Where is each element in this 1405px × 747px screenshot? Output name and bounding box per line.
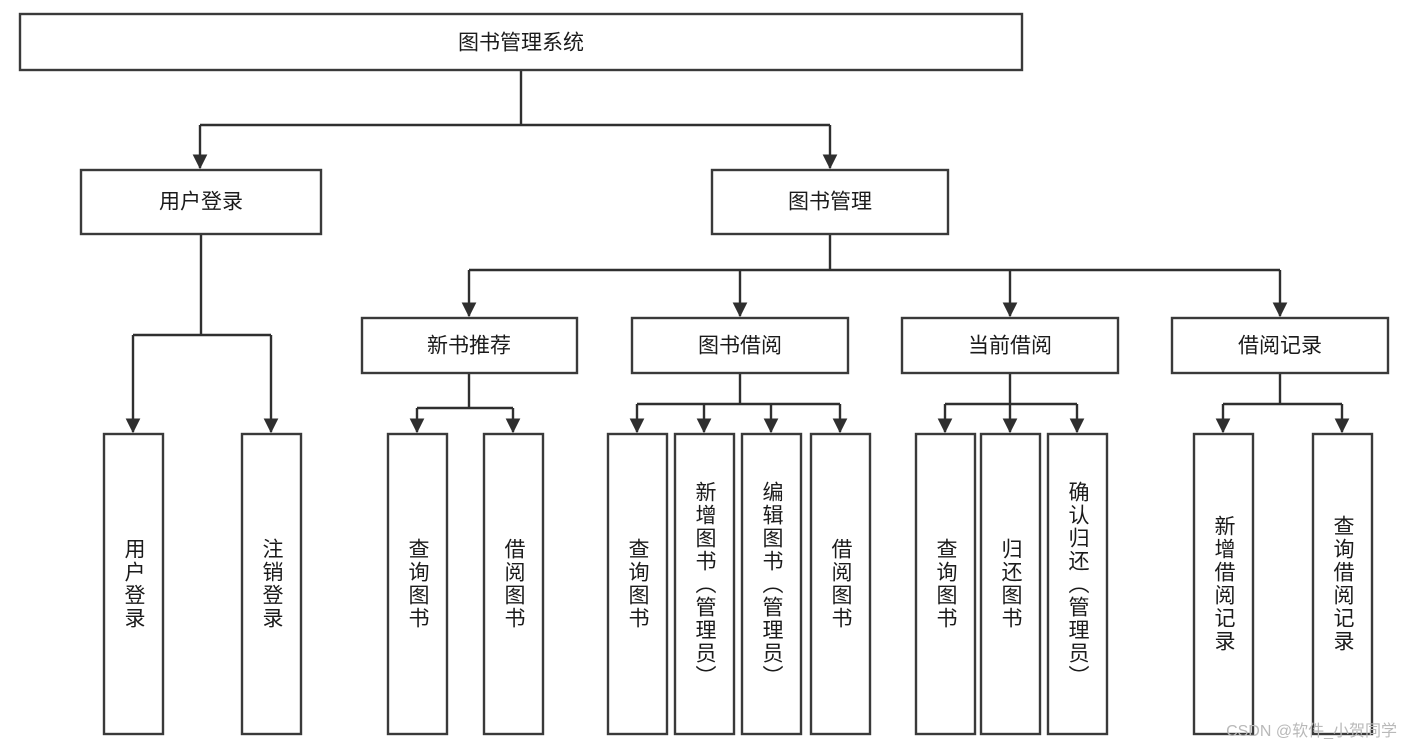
node-borrow-record[interactable]: 借阅记录 bbox=[1170, 316, 1390, 375]
leaf-node[interactable] bbox=[809, 432, 872, 736]
node-book-manage-label: 图书管理 bbox=[788, 191, 872, 214]
leaf-add-record-box[interactable] bbox=[1192, 432, 1255, 736]
node-new-book-rec-label: 新书推荐 bbox=[427, 335, 511, 358]
leaf-query-record-box[interactable] bbox=[1311, 432, 1374, 736]
leaf-query-book-current-box[interactable] bbox=[914, 432, 977, 736]
node-user-login-label: 用户登录 bbox=[159, 191, 243, 214]
node-new-book-rec[interactable]: 新书推荐 bbox=[360, 316, 579, 375]
leaf-borrow-book-box[interactable] bbox=[809, 432, 872, 736]
leaf-confirm-return-box[interactable] bbox=[1046, 432, 1109, 736]
node-root[interactable]: 图书管理系统 bbox=[18, 12, 1024, 72]
leaf-user-login-box[interactable] bbox=[102, 432, 165, 736]
edge-book-manage-trunk bbox=[469, 234, 1280, 272]
leaf-return-book-box[interactable] bbox=[979, 432, 1042, 736]
node-book-borrow-label: 图书借阅 bbox=[698, 335, 782, 358]
leaf-node[interactable] bbox=[386, 432, 449, 736]
leaf-logout-box[interactable] bbox=[240, 432, 303, 736]
leaf-query-book-borrow-box[interactable] bbox=[606, 432, 669, 736]
edge-book-borrow-trunk bbox=[637, 373, 840, 406]
node-root-label: 图书管理系统 bbox=[458, 32, 584, 55]
node-user-login[interactable]: 用户登录 bbox=[79, 168, 323, 236]
leaf-node[interactable] bbox=[102, 432, 165, 736]
node-book-manage-box[interactable] bbox=[710, 168, 950, 236]
edge-new-book-rec-trunk bbox=[417, 373, 513, 410]
leaf-query-book-rec-box[interactable] bbox=[386, 432, 449, 736]
edge-borrow-record-trunk bbox=[1223, 373, 1342, 406]
edge-user-login-trunk bbox=[133, 234, 271, 337]
node-root-box[interactable] bbox=[18, 12, 1024, 72]
leaf-borrow-book-rec-box[interactable] bbox=[482, 432, 545, 736]
leaf-node[interactable] bbox=[979, 432, 1042, 736]
leaf-node[interactable] bbox=[482, 432, 545, 736]
node-current-borrow-label: 当前借阅 bbox=[968, 335, 1052, 358]
node-borrow-record-box[interactable] bbox=[1170, 316, 1390, 375]
node-current-borrow-box[interactable] bbox=[900, 316, 1120, 375]
edge-current-borrow-trunk bbox=[945, 373, 1077, 406]
node-book-borrow-box[interactable] bbox=[630, 316, 850, 375]
leaf-node[interactable] bbox=[1046, 432, 1109, 736]
leaf-node[interactable] bbox=[240, 432, 303, 736]
node-new-book-rec-box[interactable] bbox=[360, 316, 579, 375]
leaf-node[interactable] bbox=[914, 432, 977, 736]
node-borrow-record-label: 借阅记录 bbox=[1238, 335, 1322, 358]
edge-root-trunk bbox=[200, 70, 830, 127]
leaf-node[interactable] bbox=[1311, 432, 1374, 736]
leaf-edit-book-box[interactable] bbox=[740, 432, 803, 736]
edge-layer bbox=[125, 70, 1350, 434]
leaf-node[interactable] bbox=[1192, 432, 1255, 736]
node-book-manage[interactable]: 图书管理 bbox=[710, 168, 950, 236]
leaf-node[interactable] bbox=[673, 432, 736, 736]
leaf-add-book-box[interactable] bbox=[673, 432, 736, 736]
node-book-borrow[interactable]: 图书借阅 bbox=[630, 316, 850, 375]
node-user-login-box[interactable] bbox=[79, 168, 323, 236]
leaf-node[interactable] bbox=[740, 432, 803, 736]
leaf-node[interactable] bbox=[606, 432, 669, 736]
node-current-borrow[interactable]: 当前借阅 bbox=[900, 316, 1120, 375]
